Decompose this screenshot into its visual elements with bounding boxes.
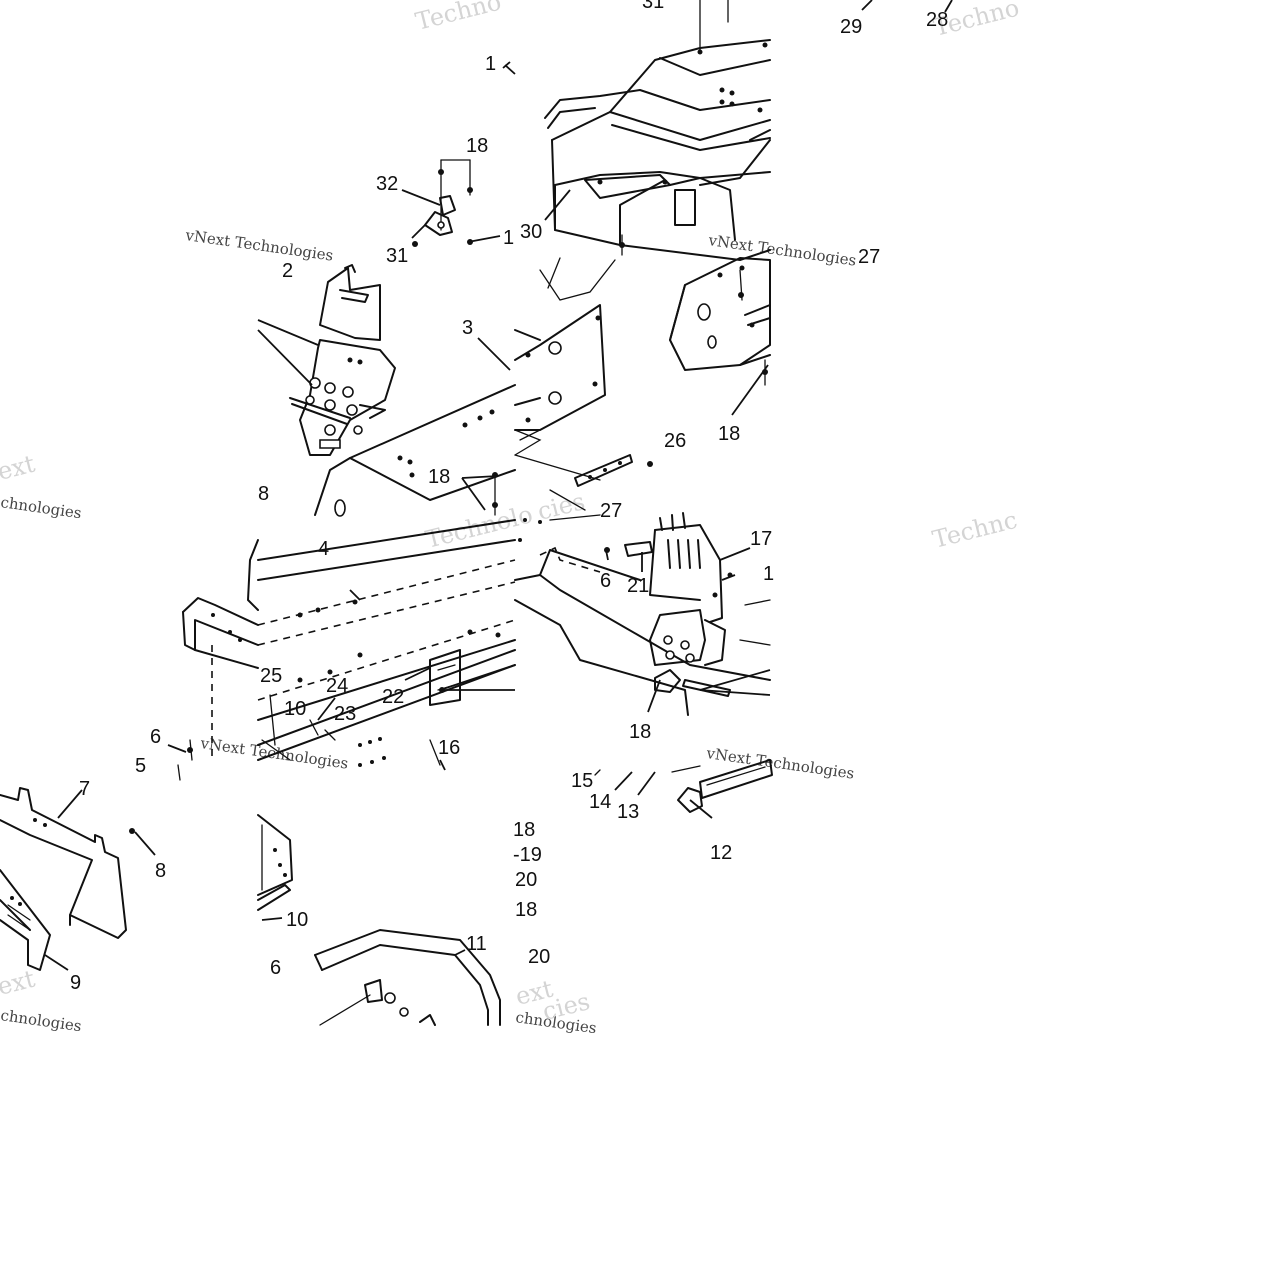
callout-labels: 1 31 29 28 18 32 30 31 1 2 3 27 18 26 18…	[70, 0, 948, 994]
callout-8: 8	[258, 483, 269, 505]
callout-4: 4	[318, 538, 329, 560]
callout-9: 9	[70, 972, 81, 994]
callout-19: -19	[513, 844, 542, 866]
frame-rail	[247, 519, 516, 767]
callout-1: 1	[485, 53, 496, 75]
callout-15: 15	[571, 770, 593, 792]
callout-3: 3	[462, 317, 473, 339]
callout-29: 29	[840, 16, 862, 38]
bolt-group	[412, 159, 473, 247]
callout-6: 6	[600, 570, 611, 592]
callout-32: 32	[376, 173, 398, 195]
callout-5: 5	[135, 755, 146, 777]
callout-10: 10	[286, 909, 308, 931]
callout-18: 18	[629, 721, 651, 743]
callout-28: 28	[926, 9, 948, 31]
callout-20: 20	[528, 946, 550, 968]
handle-tube	[594, 759, 773, 813]
callout-7: 7	[79, 778, 90, 800]
callout-27: 27	[600, 500, 622, 522]
callout-26: 26	[664, 430, 686, 452]
callout-1: 1	[503, 227, 514, 249]
callout-31: 31	[642, 0, 664, 13]
callout-24: 24	[326, 675, 348, 697]
rear-rail-section	[257, 814, 293, 911]
rear-bumper-tube	[314, 929, 501, 1026]
callout-31: 31	[386, 245, 408, 267]
callout-23: 23	[334, 703, 356, 725]
callout-25: 25	[260, 665, 282, 687]
rear-frame-assembly	[514, 489, 771, 716]
side-panel	[314, 257, 616, 517]
front-left-mount	[177, 597, 259, 781]
callout-8: 8	[155, 860, 166, 882]
callout-2: 2	[282, 260, 293, 282]
callout-18: 18	[515, 899, 537, 921]
front-bumper-frame	[544, 0, 771, 261]
callout-27: 27	[858, 246, 880, 268]
callout-22: 22	[382, 686, 404, 708]
callout-21: 21	[627, 575, 649, 597]
callout-17: 17	[750, 528, 772, 550]
callout-6: 6	[270, 957, 281, 979]
callout-18: 18	[513, 819, 535, 841]
steering-bracket	[257, 264, 396, 456]
callout-18: 18	[466, 135, 488, 157]
callout-14: 14	[589, 791, 611, 813]
rear-bracket	[669, 257, 771, 386]
callout-13: 13	[617, 801, 639, 823]
callout-18: 18	[428, 466, 450, 488]
callout-30: 30	[520, 221, 542, 243]
leader-lines	[44, 0, 953, 971]
callout-11: 11	[466, 933, 487, 955]
callout-1: 1	[763, 563, 774, 585]
callout-20: 20	[515, 869, 537, 891]
callout-16: 16	[438, 737, 460, 759]
callout-6: 6	[150, 726, 161, 748]
callout-12: 12	[710, 842, 732, 864]
strap-bracket	[519, 429, 653, 487]
callout-10: 10	[284, 698, 306, 720]
mud-flap-panel	[0, 787, 135, 971]
callout-18: 18	[718, 423, 740, 445]
